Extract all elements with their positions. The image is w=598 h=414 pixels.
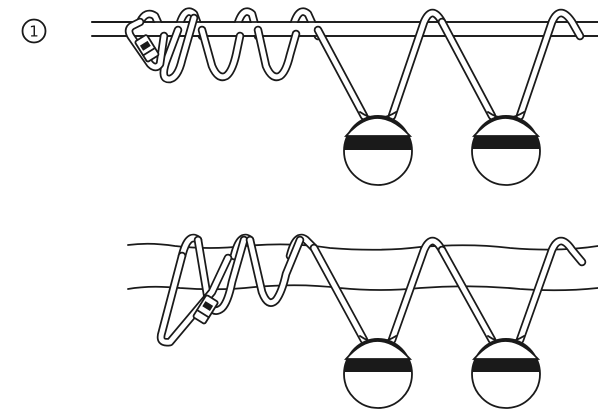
- upper-bulb-1: [313, 8, 447, 186]
- upper-bulb-2: [437, 8, 585, 186]
- upper-rod-panel: [91, 7, 598, 186]
- lower-carabiner-clip: [192, 294, 219, 325]
- step-number: 1: [29, 23, 39, 41]
- step-number-badge: 1: [21, 18, 47, 44]
- lower-bulb-1: [309, 236, 447, 409]
- upper-carabiner: [124, 17, 169, 72]
- upper-coil-front: [159, 13, 301, 84]
- lower-branch-panel: [127, 233, 598, 409]
- upper-carabiner-clip: [134, 34, 160, 63]
- lower-carabiner: [156, 251, 233, 347]
- lower-bulb-2: [437, 236, 587, 409]
